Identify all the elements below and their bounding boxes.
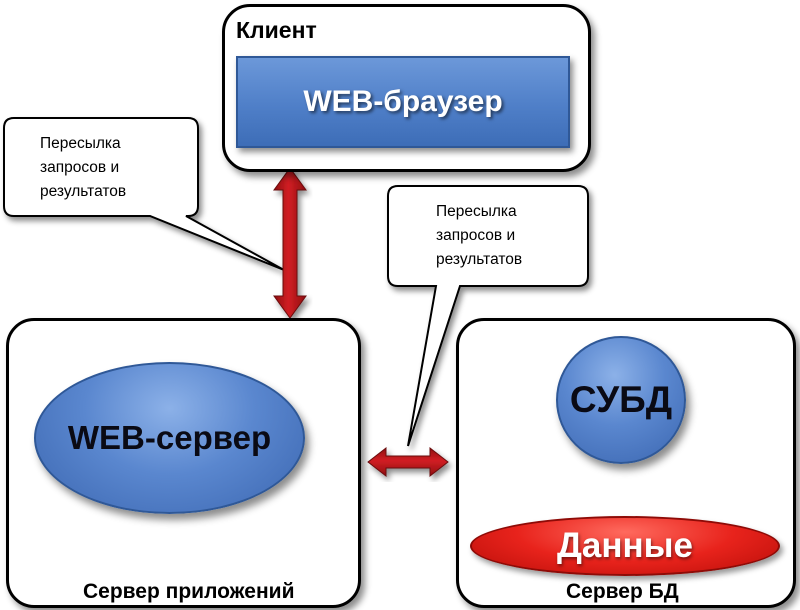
web-browser-node: WEB-браузер (236, 56, 570, 148)
callout-text-app-db: Пересылка запросов и результатов (436, 200, 576, 272)
arrow-client-app (273, 167, 307, 319)
data-label: Данные (556, 526, 694, 565)
web-server-label: WEB-сервер (67, 419, 272, 456)
callout-bubble-app-db (387, 185, 589, 447)
dbms-node: СУБД (556, 336, 686, 464)
web-server-node: WEB-сервер (34, 362, 305, 514)
callout-text-client-app: Пересылка запросов и результатов (40, 132, 180, 204)
callout-line: результатов (436, 251, 523, 268)
callout-line: запросов и (436, 227, 516, 244)
db-server-label: Сервер БД (566, 580, 679, 603)
app-server-label: Сервер приложений (83, 580, 295, 603)
callout-line: результатов (40, 183, 127, 200)
data-node: Данные (470, 516, 780, 576)
callout-line: Пересылка (40, 135, 121, 152)
callout-line: запросов и (40, 159, 120, 176)
client-label: Клиент (236, 17, 317, 43)
callout-line: Пересылка (436, 203, 517, 220)
dbms-label: СУБД (569, 379, 673, 420)
callout-bubble-client-app (3, 117, 285, 271)
arrow-app-db (367, 446, 449, 478)
web-browser-label: WEB-браузер (303, 85, 503, 118)
